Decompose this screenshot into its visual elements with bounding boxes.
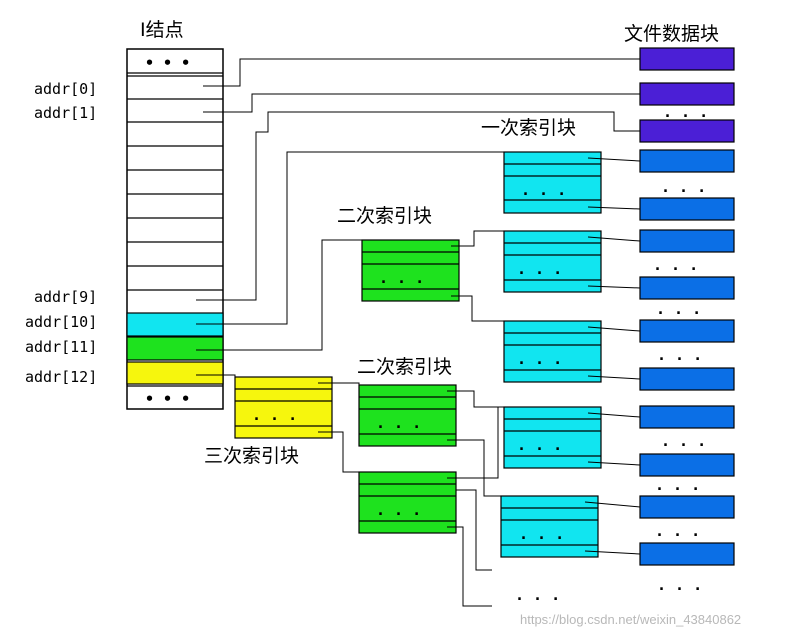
ellipsis: . . .: [515, 586, 560, 604]
ellipsis: . . .: [657, 576, 702, 594]
cyan-index-block: [503, 320, 602, 383]
pointer-lines: [196, 58, 641, 607]
double-indirect-block: [361, 239, 460, 302]
ellipsis: . . .: [517, 350, 562, 368]
addr-label-10: addr[10]: [25, 313, 97, 331]
addr-label-12: addr[12]: [25, 368, 97, 386]
double-indirect-label-1: 二次索引块: [337, 205, 432, 227]
triple-indirect-label: 三次索引块: [204, 445, 299, 467]
inode-top-dots: • • •: [145, 54, 190, 72]
data-block: [639, 276, 735, 300]
direct-data-block: [639, 82, 735, 106]
data-blocks: [639, 149, 735, 566]
ellipsis: . . .: [661, 178, 706, 196]
data-block: [639, 495, 735, 519]
direct-data-block: [639, 47, 735, 71]
watermark: https://blog.csdn.net/weixin_43840862: [520, 612, 741, 627]
data-block: [639, 319, 735, 343]
ellipsis: . . .: [653, 256, 698, 274]
addr-labels: addr[0] addr[1] addr[9] addr[10] addr[11…: [25, 80, 97, 386]
inode-bottom-dots: • • •: [145, 390, 190, 408]
inode-block: I结点 • • • • • •: [126, 19, 224, 410]
ellipsis: . . .: [657, 346, 702, 364]
data-block: [639, 453, 735, 477]
cyan-index-block: [500, 495, 599, 558]
green-index-block: [358, 471, 457, 534]
ellipsis: . . .: [252, 406, 297, 424]
addr11-cell: [126, 336, 224, 361]
ellipsis: . . .: [519, 525, 564, 543]
cyan-ellipses: . . . . . . . . . . . . . . .: [517, 181, 566, 543]
direct-data-blocks: [639, 47, 735, 143]
ellipsis: . . .: [661, 432, 706, 450]
cyan-index-block: [503, 230, 602, 293]
addr-label-1: addr[1]: [34, 104, 97, 122]
ellipsis: . . .: [656, 300, 701, 318]
data-ellipses: . . . . . . . . . . . . . . . . . . . . …: [653, 178, 706, 594]
ellipsis: . . .: [379, 269, 424, 287]
ellipsis: . . .: [655, 522, 700, 540]
addr-label-11: addr[11]: [25, 338, 97, 356]
addr-label-0: addr[0]: [34, 80, 97, 98]
cyan-index-blocks: [500, 151, 602, 558]
ellipsis: . . .: [655, 476, 700, 494]
inode-title: I结点: [140, 19, 184, 41]
green-index-blocks: [358, 239, 460, 534]
triple-indirect-block: [234, 376, 333, 439]
data-block: [639, 149, 735, 173]
ellipsis: . . .: [517, 436, 562, 454]
single-indirect-block: [503, 151, 602, 214]
data-block: [639, 367, 735, 391]
ellipsis: . . .: [517, 260, 562, 278]
data-block: [639, 542, 735, 566]
data-block: [639, 405, 735, 429]
cyan-index-block: [503, 406, 602, 469]
green-ellipses: . . . . . . . . .: [376, 269, 424, 519]
data-blocks-label: 文件数据块: [624, 23, 719, 45]
ellipsis: . . .: [376, 414, 421, 432]
inode-row-dividers: [127, 72, 223, 291]
addr12-cell: [126, 361, 224, 385]
ellipsis: . . .: [521, 181, 566, 199]
ellipsis: . . .: [376, 501, 421, 519]
double-indirect-label-2: 二次索引块: [357, 356, 452, 378]
single-indirect-label: 一次索引块: [481, 117, 576, 139]
addr-label-9: addr[9]: [34, 288, 97, 306]
data-block: [639, 229, 735, 253]
ellipsis: . . .: [663, 103, 708, 121]
data-block: [639, 197, 735, 221]
green-index-block: [358, 384, 457, 447]
direct-data-block: [639, 119, 735, 143]
